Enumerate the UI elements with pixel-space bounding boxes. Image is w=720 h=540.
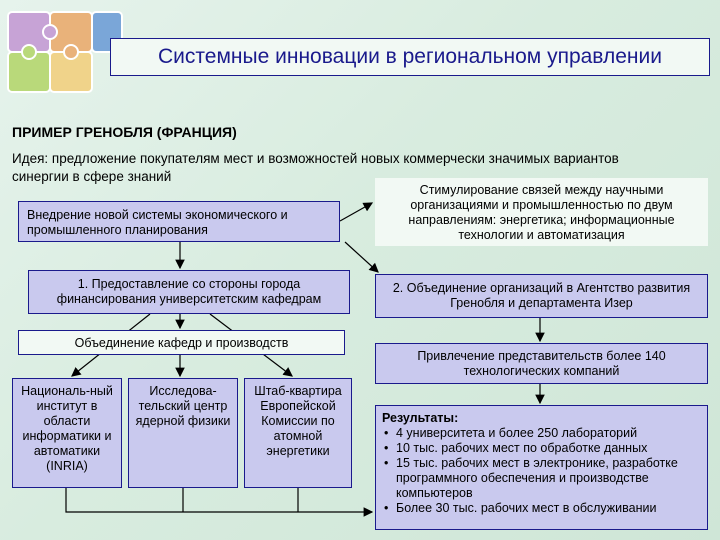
results-list: 4 университета и более 250 лабораторий 1… xyxy=(382,426,701,516)
planning-box: Внедрение новой системы экономического и… xyxy=(18,201,340,242)
puzzle-logo-icon xyxy=(7,11,123,93)
nuclear-center-box: Исследова-тельский центр ядерной физики xyxy=(128,378,238,488)
page-title: Системные инновации в региональном управ… xyxy=(110,38,710,76)
inria-box: Националь-ный институт в области информа… xyxy=(12,378,122,488)
stimulation-box: Стимулирование связей между научными орг… xyxy=(375,178,708,246)
funding-box: 1. Предоставление со стороны города фина… xyxy=(28,270,350,314)
idea-text: Идея: предложение покупателям мест и воз… xyxy=(12,151,619,184)
agency-box: 2. Объединение организаций в Агентство р… xyxy=(375,274,708,318)
attraction-box: Привлечение представительств более 140 т… xyxy=(375,343,708,384)
list-item: 10 тыс. рабочих мест по обработке данных xyxy=(382,441,701,456)
merge-box: Объединение кафедр и производств xyxy=(18,330,345,355)
list-item: Более 30 тыс. рабочих мест в обслуживани… xyxy=(382,501,701,516)
results-title: Результаты: xyxy=(382,411,459,425)
results-box: Результаты: 4 университета и более 250 л… xyxy=(375,405,708,530)
list-item: 15 тыс. рабочих мест в электронике, разр… xyxy=(382,456,701,501)
section-heading: ПРИМЕР ГРЕНОБЛЯ (ФРАНЦИЯ) xyxy=(12,124,237,140)
commission-hq-box: Штаб-квартира Европейской Комиссии по ат… xyxy=(244,378,352,488)
list-item: 4 университета и более 250 лабораторий xyxy=(382,426,701,441)
